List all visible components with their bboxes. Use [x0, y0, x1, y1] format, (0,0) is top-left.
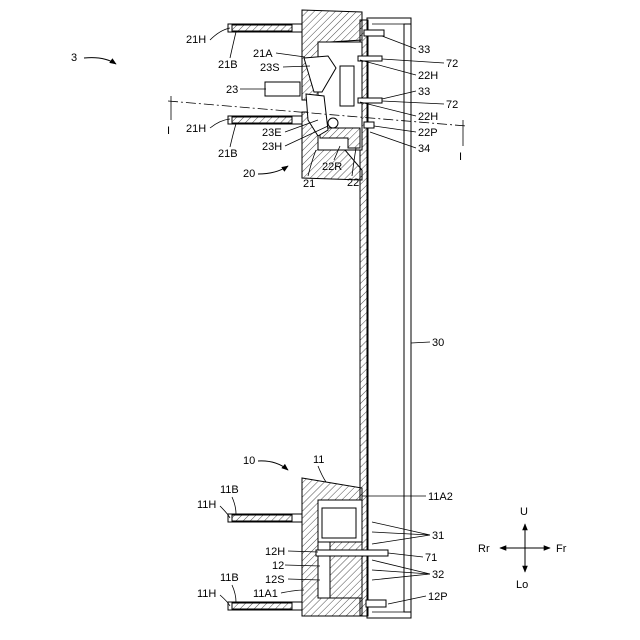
label-21H-mid: 21H — [186, 123, 206, 135]
section-mark-right: I — [459, 151, 462, 163]
label-12: 12 — [272, 560, 284, 572]
label-21A: 21A — [253, 48, 273, 60]
label-72-b: 72 — [446, 99, 458, 111]
label-34: 34 — [418, 143, 430, 155]
label-11B-upper: 11B — [220, 484, 239, 496]
label-30: 30 — [432, 337, 444, 349]
label-21B-mid: 21B — [218, 148, 238, 160]
label-11A1: 11A1 — [253, 588, 278, 600]
label-12P: 12P — [428, 591, 448, 603]
label-11H-lower: 11H — [197, 588, 216, 600]
label-32: 32 — [432, 569, 444, 581]
label-22H-a: 22H — [418, 70, 438, 82]
label-11: 11 — [313, 454, 324, 466]
label-20: 20 — [243, 168, 255, 180]
label-21H-upper: 21H — [186, 34, 206, 46]
label-11A2: 11A2 — [428, 491, 453, 503]
label-10: 10 — [243, 455, 255, 467]
direction-legend: U Lo Rr Fr — [478, 506, 567, 591]
label-22: 22 — [347, 177, 359, 189]
label-11H-upper: 11H — [197, 499, 216, 511]
direction-up-label: U — [520, 506, 528, 518]
label-33-b: 33 — [418, 86, 430, 98]
direction-left-label: Rr — [478, 543, 490, 555]
label-22R: 22R — [322, 161, 342, 173]
label-72-a: 72 — [446, 58, 458, 70]
direction-right-label: Fr — [556, 543, 567, 555]
label-23S: 23S — [260, 62, 280, 74]
label-23E: 23E — [262, 127, 282, 139]
label-assembly-3: 3 — [71, 52, 77, 64]
label-23: 23 — [226, 84, 238, 96]
label-71: 71 — [425, 552, 437, 564]
label-23H: 23H — [262, 141, 282, 153]
label-12S: 12S — [265, 574, 285, 586]
label-22H-b: 22H — [418, 111, 438, 123]
label-11B-lower: 11B — [220, 572, 239, 584]
label-22P: 22P — [418, 127, 438, 139]
label-21: 21 — [303, 178, 315, 190]
direction-down-label: Lo — [516, 579, 528, 591]
label-12H: 12H — [265, 546, 285, 558]
label-33-a: 33 — [418, 44, 430, 56]
label-21B-upper: 21B — [218, 59, 238, 71]
section-mark-left: I — [167, 125, 170, 137]
label-31: 31 — [432, 530, 444, 542]
